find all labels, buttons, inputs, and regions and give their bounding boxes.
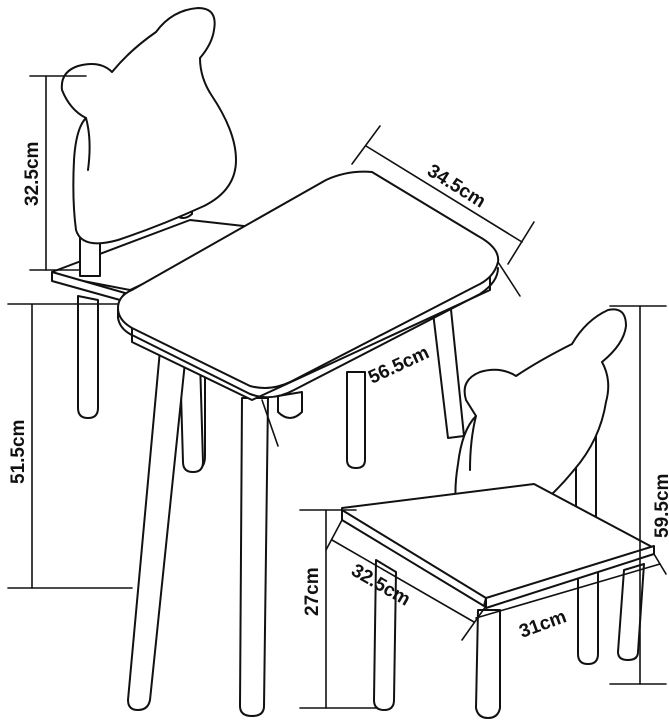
table-depth-label: 34.5cm — [423, 160, 489, 212]
chair-total-height-label: 59.5cm — [652, 474, 669, 538]
table-width-label: 56.5cm — [365, 342, 432, 388]
dimension-lines — [7, 75, 667, 709]
seat-height-label: 27cm — [302, 567, 323, 616]
seat-width-label: 31cm — [517, 606, 570, 642]
back-chair — [51, 7, 263, 471]
backrest-height-label: 32.5cm — [22, 142, 43, 206]
front-chair — [341, 308, 655, 719]
table — [117, 170, 500, 717]
bear-ear-chair-icon — [60, 7, 237, 245]
table-height-label: 51.5cm — [8, 420, 29, 484]
